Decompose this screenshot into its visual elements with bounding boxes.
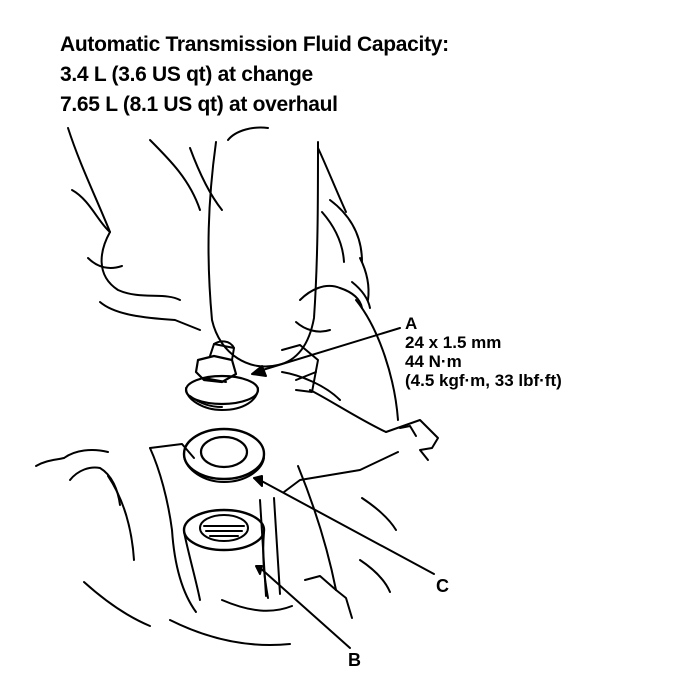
mounting-bracket (281, 344, 439, 619)
drain-hole-b (182, 508, 269, 601)
bolt-size: 24 x 1.5 mm (405, 333, 502, 352)
leader-line-c (255, 477, 435, 575)
capacity-at-overhaul: 7.65 L (8.1 US qt) at overhaul (60, 93, 338, 116)
fluid-capacity-heading: Automatic Transmission Fluid Capacity: 3… (60, 30, 449, 120)
heading-title: Automatic Transmission Fluid Capacity: (60, 33, 449, 56)
callout-b-letter: B (348, 650, 361, 670)
callout-a-letter: A (405, 314, 418, 333)
leader-line-b (257, 565, 351, 649)
pipe-housing (207, 126, 363, 368)
transmission-case-outline (67, 127, 399, 421)
arrowhead-c (253, 475, 263, 487)
torque-alt-units: (4.5 kgf·m, 33 lbf·ft) (405, 371, 562, 390)
torque-nm: 44 N·m (405, 352, 462, 371)
leader-lines (251, 327, 435, 649)
leader-line-a (255, 327, 401, 373)
arrowhead-a (251, 365, 267, 377)
drain-bolt-a (184, 340, 260, 411)
arrowhead-b (255, 565, 263, 575)
callout-a: A 24 x 1.5 mm 44 N·m (4.5 kgf·m, 33 lbf·… (405, 314, 562, 390)
sealing-washer-c (182, 427, 266, 483)
callout-c-letter: C (436, 576, 449, 596)
drain-casting (35, 443, 293, 646)
capacity-at-change: 3.4 L (3.6 US qt) at change (60, 63, 313, 86)
